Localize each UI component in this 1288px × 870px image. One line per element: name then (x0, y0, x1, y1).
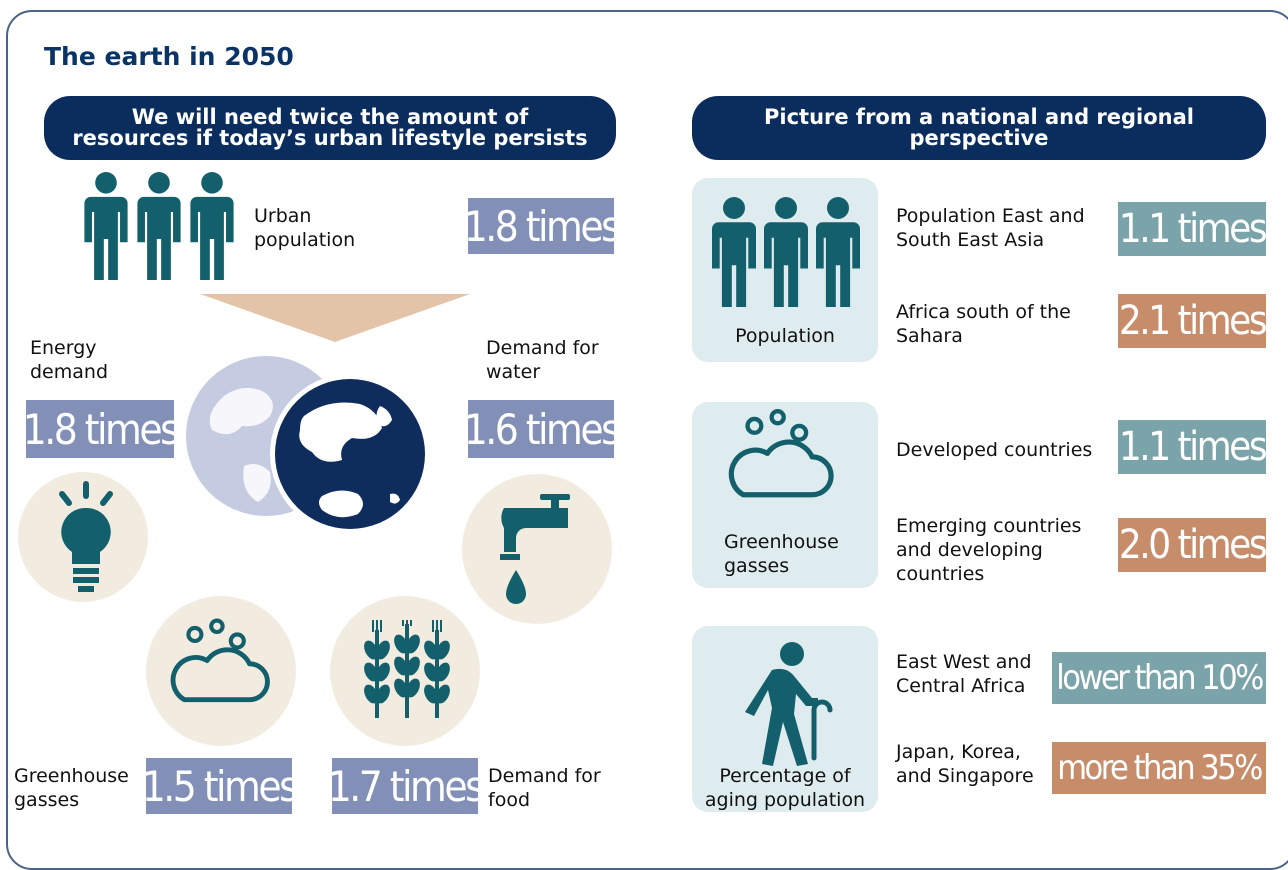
population-people-icon (712, 197, 860, 307)
greenhouse-gas-cloud-icon (168, 618, 274, 708)
wheat-icon (364, 620, 450, 718)
left-header-banner: We will need twice the amount of resourc… (44, 96, 616, 160)
left-header-line2: resources if today’s urban lifestyle per… (72, 126, 588, 150)
left-header-line1: We will need twice the amount of (131, 105, 529, 129)
earth-globe-icon (186, 356, 430, 534)
population-panel-label: Population (735, 325, 835, 347)
east-west-central-africa-value: lower than 10% (1052, 652, 1266, 704)
japan-korea-singapore-value: more than 35% (1052, 742, 1266, 794)
right-header-banner: Picture from a national and regional per… (692, 96, 1266, 160)
urban-population-value: 1.8 times (468, 198, 614, 254)
faucet-icon (500, 494, 570, 604)
right-header-line1: Picture from a national and regional (764, 105, 1194, 129)
lightbulb-icon (59, 481, 113, 592)
greenhouse-panel-cloud-icon (726, 408, 838, 504)
developed-countries-label: Developed countries (896, 439, 1093, 461)
elderly-person-icon (745, 642, 833, 766)
food-demand-value: 1.7 times (332, 758, 478, 814)
population-east-asia-value: 1.1 times (1118, 202, 1266, 256)
japan-korea-singapore-label: Japan, Korea,and Singapore (896, 741, 1034, 787)
developed-countries-value: 1.1 times (1118, 420, 1266, 474)
energy-demand-value: 1.8 times (26, 400, 174, 458)
converge-arrow (200, 294, 470, 342)
emerging-countries-value: 2.0 times (1118, 518, 1266, 572)
greenhouse-gasses-value: 1.5 times (146, 758, 292, 814)
water-circle (462, 474, 612, 624)
page-title: The earth in 2050 (44, 42, 294, 71)
africa-south-sahara-value: 2.1 times (1118, 294, 1266, 348)
right-header-line2: perspective (909, 126, 1049, 150)
water-demand-value: 1.6 times (468, 400, 614, 458)
urban-population-people-icon (84, 172, 234, 280)
